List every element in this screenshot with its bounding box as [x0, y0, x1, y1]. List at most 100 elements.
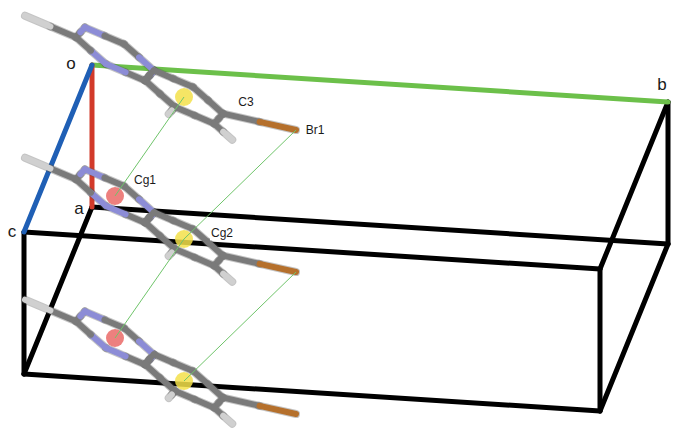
- contact-line: [115, 239, 184, 338]
- bond-stick: [160, 94, 175, 107]
- bond-outline: [145, 222, 160, 235]
- bond-outline: [160, 94, 175, 107]
- bond-stick: [76, 37, 91, 50]
- bond-outline: [175, 249, 195, 257]
- cell-edge: [666, 102, 671, 244]
- contact-line: [184, 130, 296, 239]
- bond-outline: [223, 256, 259, 264]
- bond-outline: [85, 311, 105, 319]
- axis-label: c: [7, 223, 18, 242]
- contact-line: [115, 97, 184, 196]
- bond-outline: [175, 391, 195, 399]
- bond-stick: [154, 70, 174, 78]
- bond-outline: [195, 257, 215, 265]
- bond-outline: [195, 399, 215, 407]
- bond-stick: [160, 378, 175, 391]
- bond-outline: [25, 158, 50, 169]
- bond-stick: [76, 321, 91, 334]
- bond-outline: [223, 132, 232, 140]
- bond-outline: [223, 398, 259, 406]
- bond-outline: [169, 395, 172, 399]
- bond-stick: [260, 406, 296, 414]
- bond-stick: [85, 311, 105, 319]
- bond-outline: [76, 179, 91, 192]
- bond-outline: [124, 44, 139, 57]
- bond-outline: [193, 371, 208, 384]
- bond-outline: [25, 300, 50, 311]
- cell-axis: [90, 65, 95, 207]
- bond-outline: [104, 320, 124, 328]
- bond-outline: [160, 378, 175, 391]
- bond-outline: [193, 87, 208, 100]
- bond-stick: [124, 44, 139, 57]
- bond-stick: [208, 384, 223, 397]
- bond-stick: [208, 100, 223, 113]
- bond-outline: [208, 242, 223, 255]
- cell-axis: [24, 65, 92, 232]
- bond-outline: [223, 274, 232, 282]
- molecules: [25, 16, 296, 424]
- bond-stick: [195, 115, 215, 123]
- bond-outline: [154, 70, 174, 78]
- bond-stick: [50, 27, 75, 38]
- bond-outline: [124, 186, 139, 199]
- cell-axes: [24, 65, 668, 232]
- bond-outline: [223, 114, 259, 122]
- bond-stick: [104, 320, 124, 328]
- bond-outline: [160, 236, 175, 249]
- bond-outline: [91, 51, 106, 64]
- bond-outline: [91, 193, 106, 206]
- bond-stick: [50, 311, 75, 322]
- bond-stick: [169, 253, 172, 257]
- bond-stick: [260, 264, 296, 272]
- contact-lines: [115, 97, 296, 381]
- unit-cell-edges: [24, 102, 668, 411]
- bond-outline: [195, 115, 215, 123]
- bond-outline: [173, 363, 193, 371]
- bond-outline: [50, 311, 75, 322]
- bond-stick: [173, 221, 193, 229]
- bond-stick: [145, 222, 160, 235]
- bond-stick: [223, 132, 232, 140]
- bond-outline: [124, 328, 139, 341]
- bond-stick: [106, 348, 126, 356]
- cell-edge: [600, 244, 668, 411]
- bond-stick: [193, 229, 208, 242]
- bond-outline: [193, 229, 208, 242]
- bond-stick: [169, 395, 172, 399]
- bond-outline: [208, 384, 223, 397]
- bond-stick: [260, 122, 296, 130]
- bond-outline: [25, 16, 50, 27]
- bond-stick: [91, 335, 106, 348]
- molecule: [25, 300, 296, 424]
- bond-stick: [85, 27, 105, 35]
- bond-outline: [104, 178, 124, 186]
- bond-stick: [193, 87, 208, 100]
- bond-outline: [85, 27, 105, 35]
- bond-stick: [76, 179, 91, 192]
- bond-stick: [145, 80, 160, 93]
- bond-outline: [173, 79, 193, 87]
- bond-outline: [76, 37, 91, 50]
- centroid-label: Cg1: [133, 174, 157, 187]
- bond-outline: [208, 100, 223, 113]
- bond-stick: [223, 114, 259, 122]
- bond-stick: [124, 186, 139, 199]
- bond-outline: [223, 416, 232, 424]
- bond-stick: [173, 363, 193, 371]
- bond-stick: [106, 206, 126, 214]
- bond-stick: [223, 416, 232, 424]
- bond-stick: [91, 193, 106, 206]
- bond-outline: [106, 206, 126, 214]
- bond-outline: [91, 335, 106, 348]
- bond-stick: [169, 111, 172, 115]
- bond-stick: [208, 242, 223, 255]
- bond-stick: [91, 51, 106, 64]
- bond-stick: [175, 107, 195, 115]
- bond-outline: [50, 169, 75, 180]
- bond-stick: [104, 178, 124, 186]
- bond-stick: [145, 364, 160, 377]
- bond-stick: [124, 328, 139, 341]
